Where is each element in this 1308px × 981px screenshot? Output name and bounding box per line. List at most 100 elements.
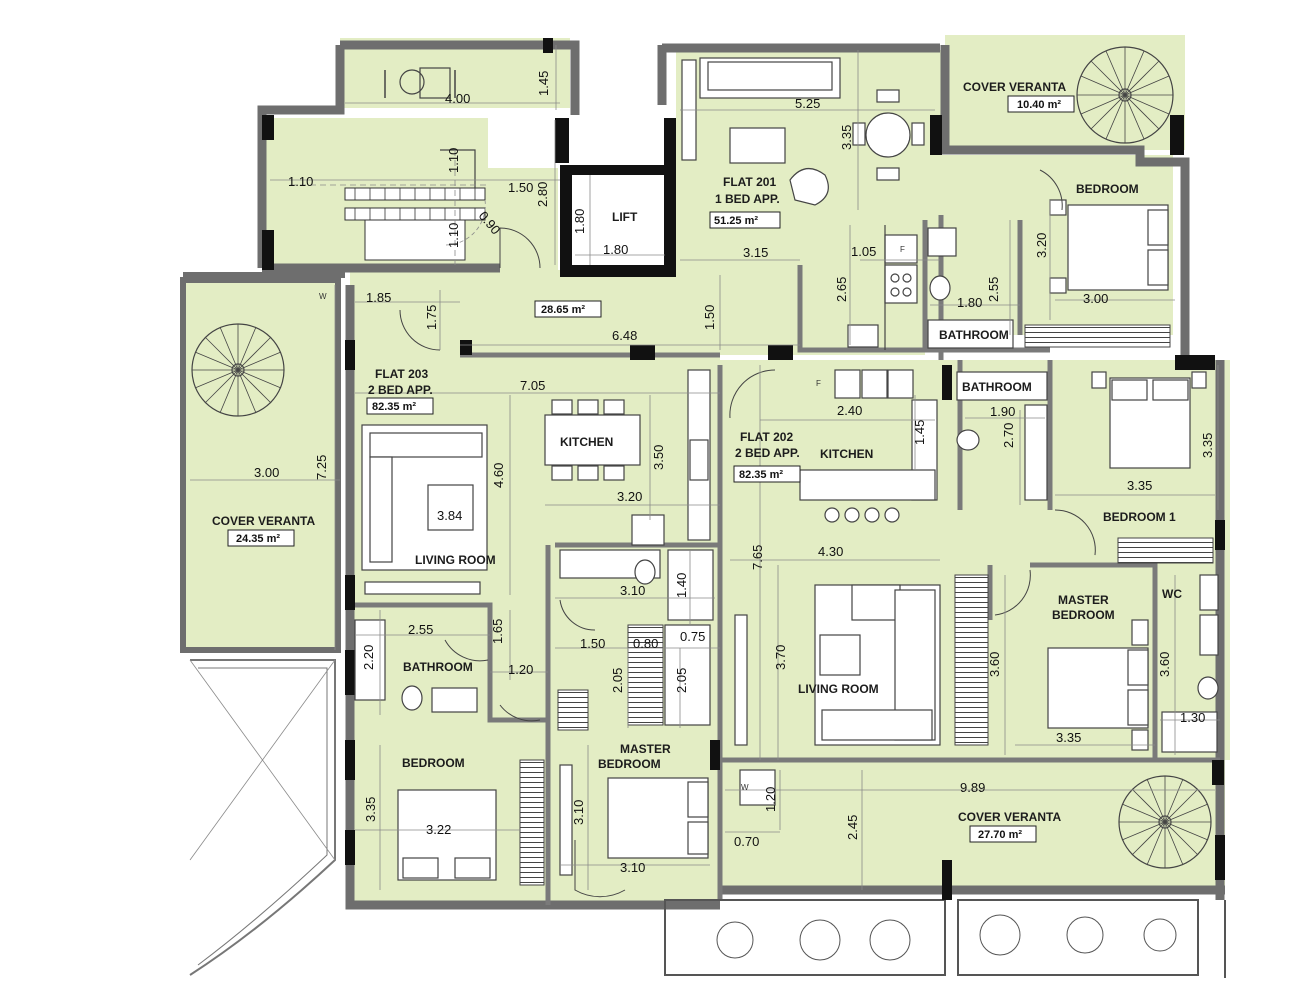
dim-label: 1.80 [572, 209, 587, 234]
dim-label: 1.90 [990, 404, 1015, 419]
dim-label: 3.84 [437, 508, 462, 523]
dim-label: 3.35 [839, 125, 854, 150]
flat-202-name: FLAT 202 [740, 430, 793, 444]
spiral-stair-bottom-icon [1118, 775, 1212, 869]
dim-label: 3.60 [987, 652, 1002, 677]
lift-label: LIFT [612, 210, 638, 224]
flat-203-furniture [354, 369, 714, 886]
dim-label: 1.75 [424, 305, 439, 330]
flat-203-type: 2 BED APP. [368, 383, 433, 397]
flat-203-area: 82.35 m² [372, 401, 416, 413]
veranda-left-area: 24.35 m² [236, 533, 280, 545]
dim-label: 4.00 [445, 91, 470, 106]
dim-label: 1.05 [851, 244, 876, 259]
dim-label: 2.55 [408, 622, 433, 637]
flat-201-area: 51.25 m² [714, 215, 758, 227]
veranda-left-name: COVER VERANTA [212, 514, 315, 528]
bedroom-201-label: BEDROOM [1076, 182, 1139, 196]
flat-201-furniture [681, 57, 1171, 350]
marker-f-201: F [900, 245, 905, 254]
veranda-bottom-name: COVER VERANTA [958, 810, 1061, 824]
dim-label: 3.10 [620, 583, 645, 598]
flat-201-type: 1 BED APP. [715, 192, 780, 206]
bedroom-203-label: BEDROOM [402, 756, 465, 770]
top-veranda-fill [945, 35, 1185, 150]
flat-202-area: 82.35 m² [739, 469, 783, 481]
spiral-stair-left-icon [191, 323, 285, 417]
dim-label: 3.20 [1034, 233, 1049, 258]
kitchen-202-label: KITCHEN [820, 447, 873, 461]
spiral-stair-top-icon [1076, 46, 1174, 144]
bottom-veranda-fill [720, 760, 1225, 890]
dim-label: 2.40 [837, 403, 862, 418]
dim-label: 6.48 [612, 328, 637, 343]
planter-plants-icon [716, 914, 1177, 961]
master-bedroom-203-label-2: BEDROOM [598, 757, 661, 771]
dim-label: 3.70 [773, 645, 788, 670]
dim-label: 4.30 [818, 544, 843, 559]
dim-label: 3.15 [743, 245, 768, 260]
dim-label: 1.50 [702, 305, 717, 330]
dim-label: 3.35 [1056, 730, 1081, 745]
dim-label: 3.35 [363, 797, 378, 822]
dim-label: 3.10 [571, 800, 586, 825]
marker-w-left: W [319, 292, 327, 301]
dim-label: 1.10 [288, 174, 313, 189]
dim-label: 0.75 [680, 629, 705, 644]
bedroom-1-202-label: BEDROOM 1 [1103, 510, 1176, 524]
bathroom-203-label: BATHROOM [403, 660, 473, 674]
dim-label: 4.60 [491, 463, 506, 488]
dim-label: 3.35 [1127, 478, 1152, 493]
wheelchair-lift-icon [384, 67, 456, 99]
dim-label: 3.22 [426, 822, 451, 837]
dim-label: 2.80 [535, 182, 550, 207]
dim-label: 2.65 [834, 277, 849, 302]
dim-label: 0.70 [734, 834, 759, 849]
dim-label: 3.35 [1200, 433, 1215, 458]
veranda-top-name: COVER VERANTA [963, 80, 1066, 94]
dim-label: 2.05 [674, 668, 689, 693]
living-room-202-label: LIVING ROOM [798, 682, 879, 696]
corridor-area: 28.65 m² [541, 304, 585, 316]
kitchen-203-label: KITCHEN [560, 435, 613, 449]
dim-label: 1.40 [674, 573, 689, 598]
bathroom-201-label: BATHROOM [939, 328, 1009, 342]
dim-label: 1.50 [580, 636, 605, 651]
dim-label: 2.05 [610, 668, 625, 693]
dim-label: 1.10 [446, 223, 461, 248]
dim-label: 3.60 [1157, 652, 1172, 677]
dimension-labels: 4.00 1.45 5.25 3.35 1.10 1.10 1.10 1.50 … [254, 71, 1215, 875]
room-labels: LIFT FLAT 201 1 BED APP. 51.25 m² 28.65 … [212, 80, 1182, 841]
staircase [290, 149, 490, 265]
dim-label: 1.80 [957, 295, 982, 310]
door-swings [399, 169, 1096, 898]
master-bedroom-203-label-1: MASTER [620, 742, 671, 756]
dim-label: 1.80 [603, 242, 628, 257]
dim-label: 3.10 [620, 860, 645, 875]
columns [262, 38, 1225, 900]
dim-label: 1.65 [490, 619, 505, 644]
flat-203-name: FLAT 203 [375, 367, 428, 381]
dim-label: 1.45 [536, 71, 551, 96]
marker-f-202: F [816, 379, 821, 388]
bathroom-202-label: BATHROOM [962, 380, 1032, 394]
dimension-lines [190, 45, 1220, 890]
dim-label: 1.20 [763, 787, 778, 812]
master-bedroom-202-label-1: MASTER [1058, 593, 1109, 607]
dim-label: 2.45 [845, 815, 860, 840]
dim-label: 1.10 [446, 148, 461, 173]
dim-label: 5.25 [795, 96, 820, 111]
dim-label: 1.85 [366, 290, 391, 305]
marker-w-bottom: W [741, 783, 749, 792]
dim-label: 7.05 [520, 378, 545, 393]
veranda-top-area: 10.40 m² [1017, 99, 1061, 111]
veranda-bottom-area: 27.70 m² [978, 829, 1022, 841]
dim-label: 9.89 [960, 780, 985, 795]
dim-label: 1.45 [912, 420, 927, 445]
dim-label: 3.00 [1083, 291, 1108, 306]
dim-label: 2.20 [361, 645, 376, 670]
wc-202-label: WC [1162, 587, 1182, 601]
dim-label: 7.25 [314, 455, 329, 480]
dim-label: 7.65 [750, 545, 765, 570]
dim-label: 2.70 [1001, 423, 1016, 448]
